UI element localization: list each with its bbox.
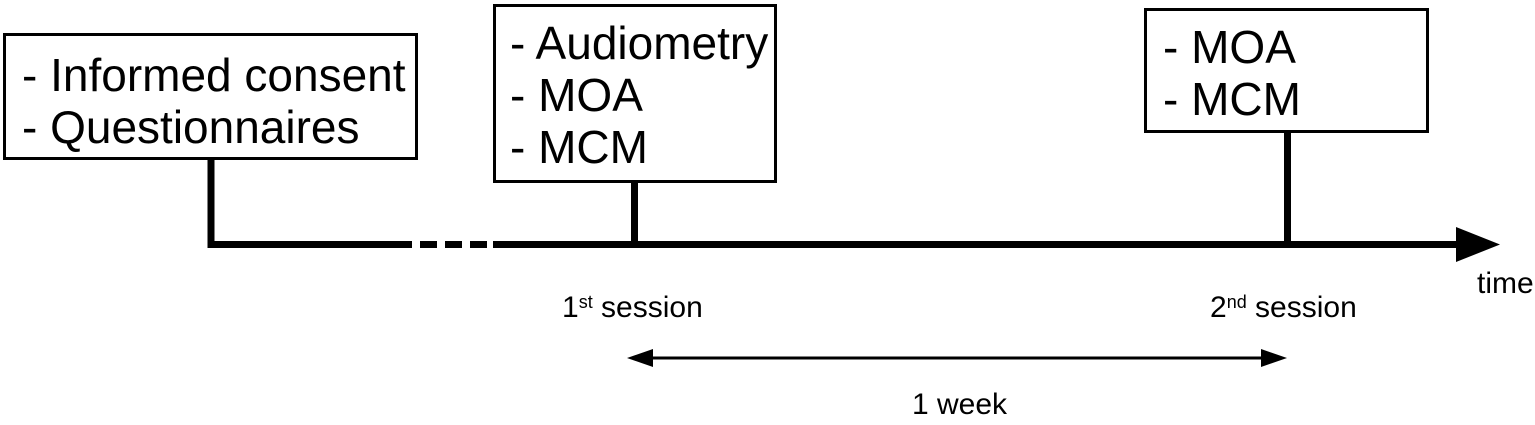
session-word: session (1246, 291, 1357, 324)
box-line: - MOA (510, 69, 643, 121)
ordinal-suffix: st (578, 292, 593, 312)
session-word: session (592, 291, 703, 324)
box-line: - Informed consent (22, 49, 406, 101)
session-number: 2 (1210, 291, 1227, 324)
session-number: 1 (562, 291, 579, 324)
box-line: - Audiometry (510, 17, 769, 69)
ordinal-suffix: nd (1226, 292, 1247, 312)
second-session-box: - MOA - MCM (1144, 8, 1429, 133)
box-line: - MOA (1163, 21, 1296, 73)
one-week-label: 1 week (912, 388, 1008, 421)
one-week-arrowhead-left (627, 349, 653, 367)
time-axis-arrowhead (1456, 227, 1500, 262)
second-session-label: 2nd session (1210, 293, 1357, 323)
first-session-box: - Audiometry - MOA - MCM (493, 4, 777, 183)
box-line: - MCM (1163, 73, 1301, 125)
box-line: - MCM (510, 121, 648, 173)
first-session-label: 1st session (562, 293, 703, 323)
box-line: - Questionnaires (22, 101, 360, 153)
time-axis-label: time (1477, 267, 1534, 300)
enrollment-box: - Informed consent - Questionnaires (3, 33, 418, 160)
one-week-arrowhead-right (1261, 349, 1287, 367)
